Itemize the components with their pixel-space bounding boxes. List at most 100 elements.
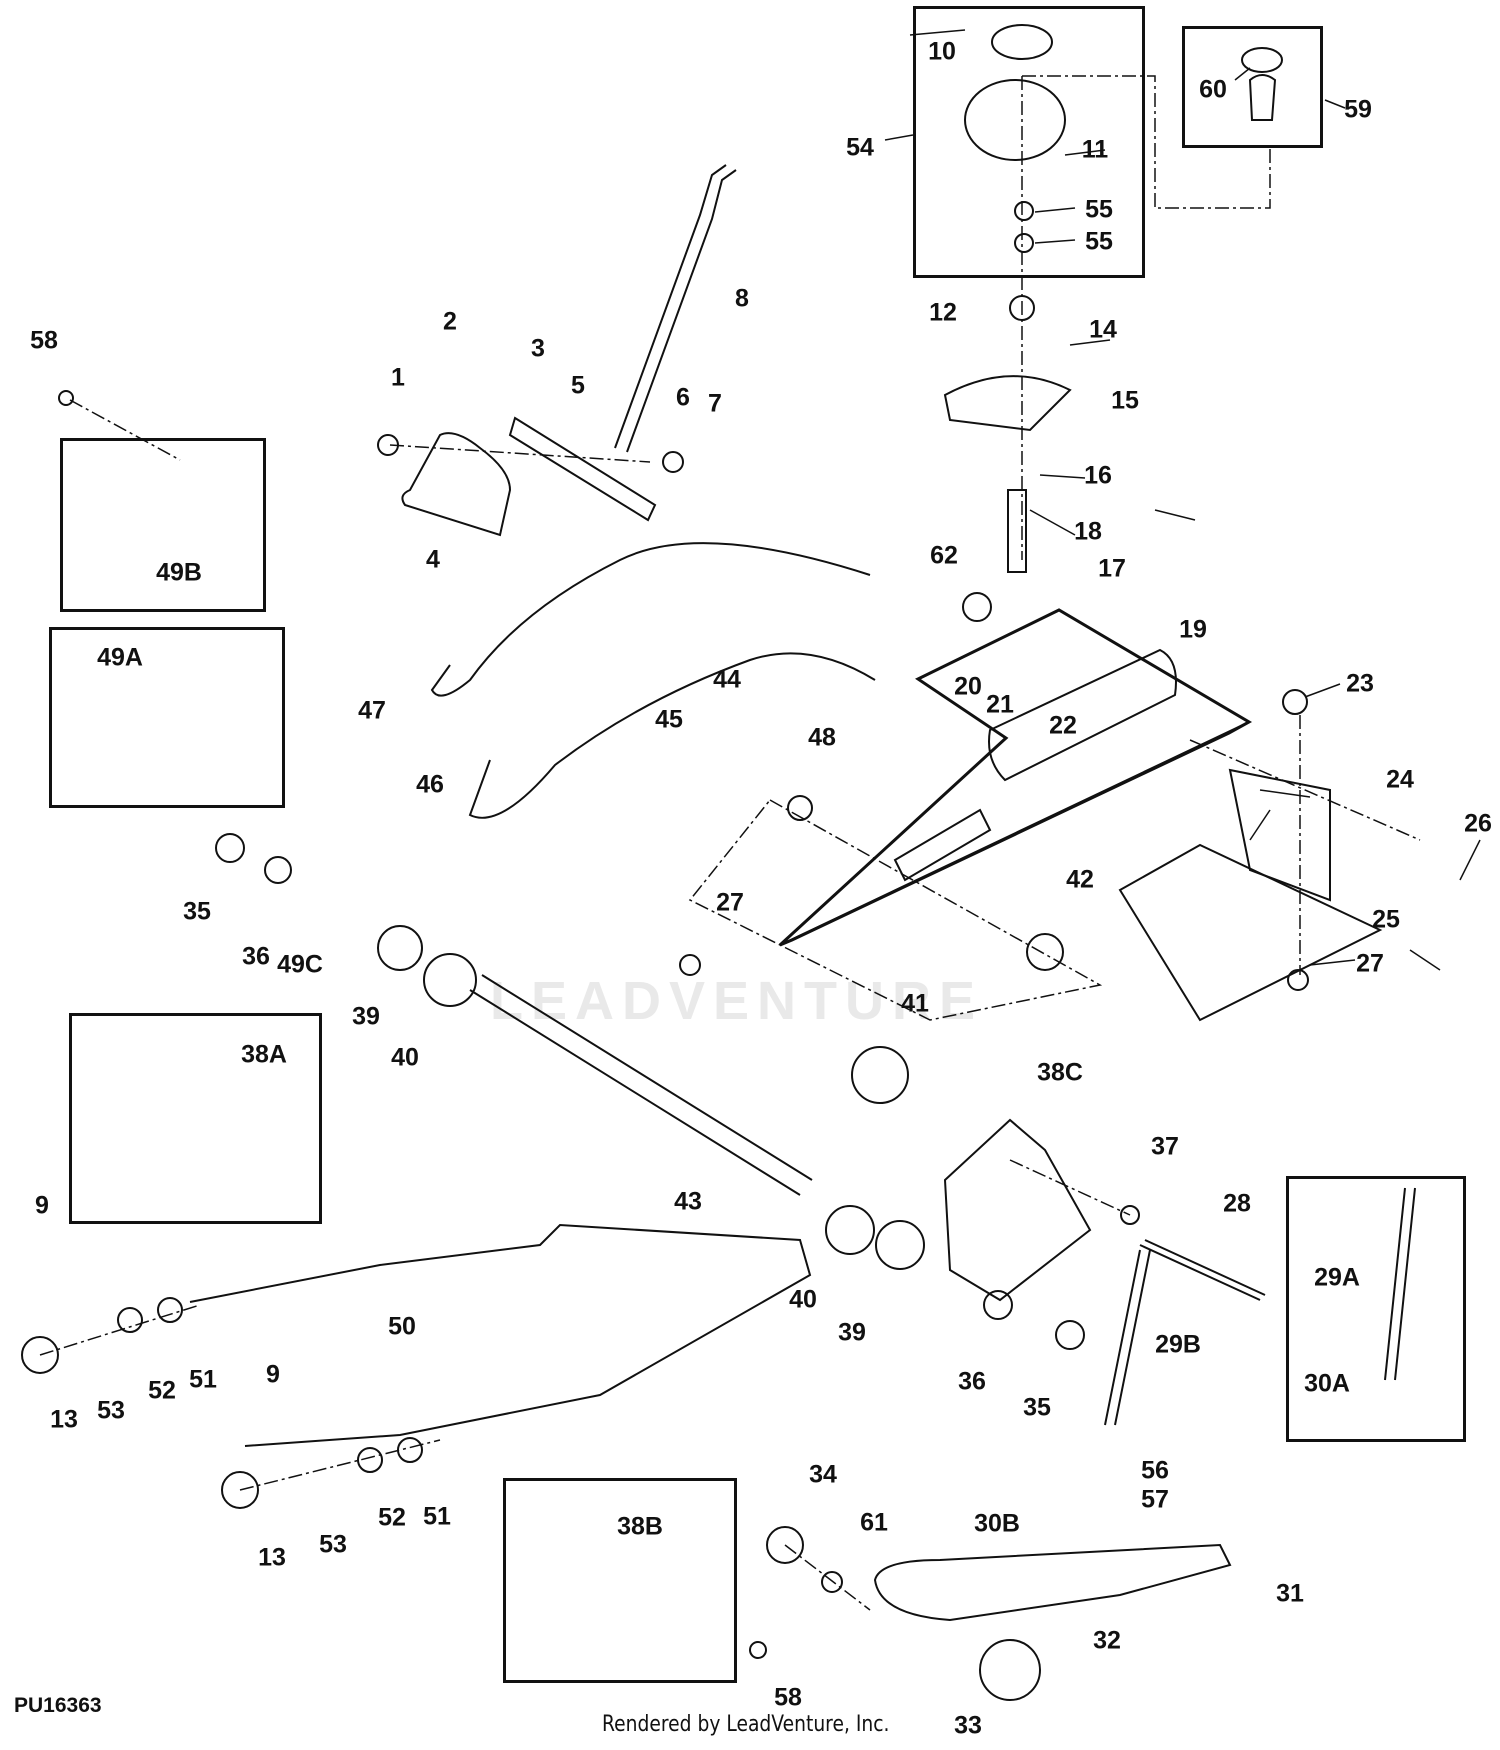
callout-32: 32: [1093, 1626, 1121, 1655]
callout-53b: 53: [319, 1530, 347, 1559]
inset-box-49A: [49, 627, 285, 808]
nut-27b: [1287, 969, 1309, 991]
callout-11: 11: [1081, 135, 1109, 164]
callout-58a: 58: [30, 326, 58, 355]
bushing-42: [1026, 933, 1064, 971]
callout-51b: 51: [423, 1502, 451, 1531]
callout-62: 62: [930, 541, 958, 570]
callout-27a: 27: [716, 888, 744, 917]
rockshaft-43: [469, 974, 813, 1196]
callout-6: 6: [676, 383, 690, 412]
pin-18: [1007, 489, 1027, 573]
callout-36b: 36: [958, 1367, 986, 1396]
inset-box-59: [1182, 26, 1323, 148]
callout-61: 61: [860, 1508, 888, 1537]
alignment-line-59: [1022, 75, 1271, 209]
mount-plate-24: [1118, 843, 1383, 1022]
alignment-line-34: [784, 1544, 871, 1611]
callout-49A: 49A: [97, 643, 143, 672]
bolt-23: [1282, 689, 1308, 715]
figure-id: PU16363: [14, 1694, 102, 1717]
bolt-35b: [1055, 1320, 1085, 1350]
callout-38C: 38C: [1037, 1058, 1083, 1087]
washer-40a: [423, 953, 477, 1007]
callout-51a: 51: [189, 1365, 217, 1394]
watermark: LEADVENTURE: [490, 971, 984, 1031]
bushing-39a: [377, 925, 423, 971]
cap-10: [991, 24, 1053, 60]
alignment-line-28: [1009, 1159, 1131, 1216]
hose-47: [430, 542, 871, 697]
callout-4: 4: [426, 545, 440, 574]
callout-9b: 9: [266, 1360, 280, 1389]
callout-31: 31: [1276, 1579, 1304, 1608]
callout-19: 19: [1179, 615, 1207, 644]
render-credit: Rendered by LeadVenture, Inc.: [602, 1712, 890, 1737]
nut-13b: [221, 1471, 259, 1509]
callout-1: 1: [391, 363, 405, 392]
hose-46: [468, 652, 876, 819]
nut-51b: [397, 1437, 423, 1463]
bolt-28: [1139, 1239, 1266, 1301]
alignment-line-13a: [39, 1304, 201, 1356]
callout-49B: 49B: [156, 558, 202, 587]
washer-55b: [1014, 233, 1034, 253]
callout-27b: 27: [1356, 949, 1384, 978]
callout-13b: 13: [258, 1543, 286, 1572]
callout-23: 23: [1346, 669, 1374, 698]
bracket-4: [401, 432, 512, 537]
callout-44: 44: [713, 665, 741, 694]
callout-35b: 35: [1023, 1393, 1051, 1422]
bushing-41: [851, 1046, 909, 1104]
inset-box-49B: [60, 438, 266, 612]
washer-36b: [983, 1290, 1013, 1320]
callout-60: 60: [1199, 75, 1227, 104]
callout-30A: 30A: [1304, 1369, 1350, 1398]
alignment-line-48: [688, 799, 1103, 1021]
callout-40b: 40: [789, 1285, 817, 1314]
cap-60: [1241, 47, 1283, 73]
inset-box-29A: [1286, 1176, 1466, 1442]
callout-41: 41: [901, 989, 929, 1018]
callout-42: 42: [1066, 865, 1094, 894]
washer-52b: [357, 1447, 383, 1473]
assembly-outline-19: [779, 608, 1252, 946]
lift-arm-31: [873, 1543, 1232, 1622]
callout-52b: 52: [378, 1503, 406, 1532]
callout-24: 24: [1386, 765, 1414, 794]
callout-10: 10: [928, 37, 956, 66]
callout-29A: 29A: [1314, 1263, 1360, 1292]
callout-49C: 49C: [277, 950, 323, 979]
callout-43: 43: [674, 1187, 702, 1216]
callout-33: 33: [954, 1711, 982, 1740]
nut-34: [766, 1526, 804, 1564]
ring-61: [821, 1571, 843, 1593]
bushing-48: [787, 795, 813, 821]
gear-15: [943, 375, 1072, 432]
washer-55a: [1014, 201, 1034, 221]
callout-59: 59: [1344, 95, 1372, 124]
callout-52a: 52: [148, 1376, 176, 1405]
callout-50: 50: [388, 1312, 416, 1341]
nut-27a: [679, 954, 701, 976]
callout-26: 26: [1464, 809, 1492, 838]
clip-58a: [58, 390, 74, 406]
callout-54: 54: [846, 133, 874, 162]
draft-link-50: [189, 1223, 812, 1447]
bushing-39b: [875, 1220, 925, 1270]
callout-38A: 38A: [241, 1040, 287, 1069]
callout-13a: 13: [50, 1405, 78, 1434]
nut-51a: [157, 1297, 183, 1323]
alignment-line-26: [1189, 739, 1421, 841]
callout-46: 46: [416, 770, 444, 799]
inset-box-38A: [69, 1013, 322, 1224]
callout-45: 45: [655, 705, 683, 734]
callout-5: 5: [571, 371, 585, 400]
callout-35a: 35: [183, 897, 211, 926]
callout-7: 7: [708, 389, 722, 418]
rod-29A: [1384, 1187, 1416, 1381]
inset-box-38B: [503, 1478, 737, 1683]
knob-11: [964, 79, 1066, 161]
